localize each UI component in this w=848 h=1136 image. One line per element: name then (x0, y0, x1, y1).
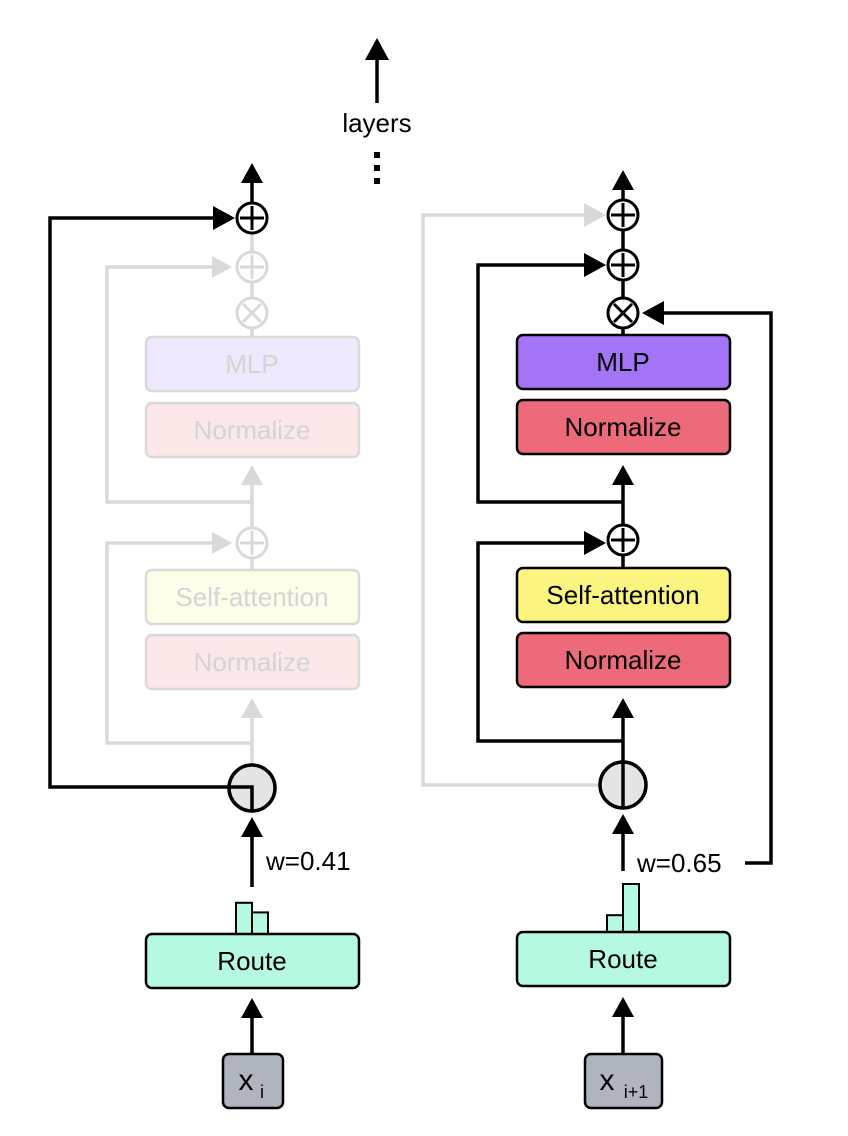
right-route-block: Route (515, 930, 732, 988)
left-faded-arrow-head-icon (241, 698, 263, 718)
ellipsis-dot (374, 165, 380, 171)
left-normalize-bottom-block: Normalize (144, 633, 361, 691)
left-input-label: x (239, 1064, 254, 1097)
right-weight-arrow-head-icon (612, 814, 634, 834)
layers-label: layers (342, 108, 411, 138)
right-input-label: x (600, 1064, 615, 1097)
right-normalize-bottom-block: Normalize (515, 631, 732, 689)
right-normalize-top-block: Normalize (515, 398, 732, 456)
right-input-subscript: i+1 (624, 1082, 649, 1102)
left-faded-arrow-head-icon (212, 256, 232, 278)
left-faded-add-icon (235, 250, 269, 284)
right-output-add-icon (606, 198, 640, 232)
right-residual-arrow-head-icon (584, 253, 606, 277)
right-weight-label: w=0.65 (636, 848, 722, 878)
left-self-attention-block: Self-attention (144, 568, 361, 626)
left-input-arrow-head-icon (241, 998, 263, 1018)
left-skip-arrow-head-icon (213, 206, 235, 230)
right-output-arrow-head-icon (612, 170, 634, 190)
right-route-label: Route (588, 944, 657, 974)
router-histogram-bar (622, 883, 640, 933)
router-histogram-bar (606, 914, 624, 934)
right-faded-skip-path (421, 203, 606, 787)
right-router-histogram (606, 883, 640, 934)
left-token-column: MLP Normalize Self-attention Normalize (48, 163, 361, 1110)
right-mlp-label: MLP (596, 347, 649, 377)
left-faded-arrow-head-icon (241, 465, 263, 485)
left-skip-path (48, 206, 252, 789)
router-histogram-bar (251, 911, 269, 936)
right-faded-arrow-head-icon (584, 203, 606, 227)
right-multiply-icon (606, 296, 640, 330)
router-histogram-bar (235, 901, 253, 935)
left-weight-label: w=0.41 (265, 846, 351, 876)
left-route-label: Route (217, 946, 286, 976)
right-token-column: MLP Normalize Self-attention Normalize (421, 170, 773, 1110)
left-output-arrow-head-icon (241, 163, 263, 183)
left-router-histogram (235, 901, 269, 936)
right-add-icon (606, 248, 640, 282)
left-normalize-top-block: Normalize (144, 401, 361, 459)
left-mlp-label: MLP (225, 349, 278, 379)
right-residual-top (476, 263, 623, 504)
right-weight-return-path (662, 311, 773, 865)
right-mlp-block: MLP (515, 333, 732, 391)
right-residual-bottom (476, 541, 623, 743)
ellipsis-dot (374, 152, 380, 158)
left-input-token: x i (221, 1052, 285, 1110)
left-faded-residual-top (105, 265, 252, 504)
left-route-block: Route (144, 932, 361, 990)
right-residual-arrow-head-icon (584, 531, 606, 555)
left-faded-residual-bottom (105, 541, 252, 745)
left-faded-multiply-icon (235, 296, 269, 330)
right-normalize-top-label: Normalize (564, 412, 681, 442)
ellipsis-dot (374, 178, 380, 184)
layers-axis: layers (342, 38, 412, 184)
left-router-switch-icon (227, 763, 277, 813)
right-router-switch-icon (598, 760, 648, 810)
layers-arrow-head-icon (365, 38, 389, 60)
left-faded-paths (105, 233, 263, 765)
right-attention-add-icon (606, 523, 640, 557)
right-weight-arrow-head-icon (642, 301, 664, 325)
right-input-token: x i+1 (583, 1052, 664, 1110)
left-weight-arrow-head-icon (241, 817, 263, 837)
right-normalize-bottom-label: Normalize (564, 645, 681, 675)
right-self-attention-label: Self-attention (546, 580, 699, 610)
right-spine-arrow-head-icon (612, 465, 634, 485)
left-self-attention-label: Self-attention (175, 582, 328, 612)
left-faded-arrow-head-icon (212, 532, 232, 554)
right-self-attention-block: Self-attention (515, 566, 732, 624)
right-spine-arrow-head-icon (612, 698, 634, 718)
left-input-subscript: i (260, 1082, 264, 1102)
left-faded-add-icon (235, 526, 269, 560)
left-output-add-icon (235, 201, 269, 235)
left-normalize-bottom-label: Normalize (193, 647, 310, 677)
right-input-arrow-head-icon (612, 997, 634, 1017)
left-mlp-block: MLP (144, 335, 361, 393)
left-normalize-top-label: Normalize (193, 415, 310, 445)
